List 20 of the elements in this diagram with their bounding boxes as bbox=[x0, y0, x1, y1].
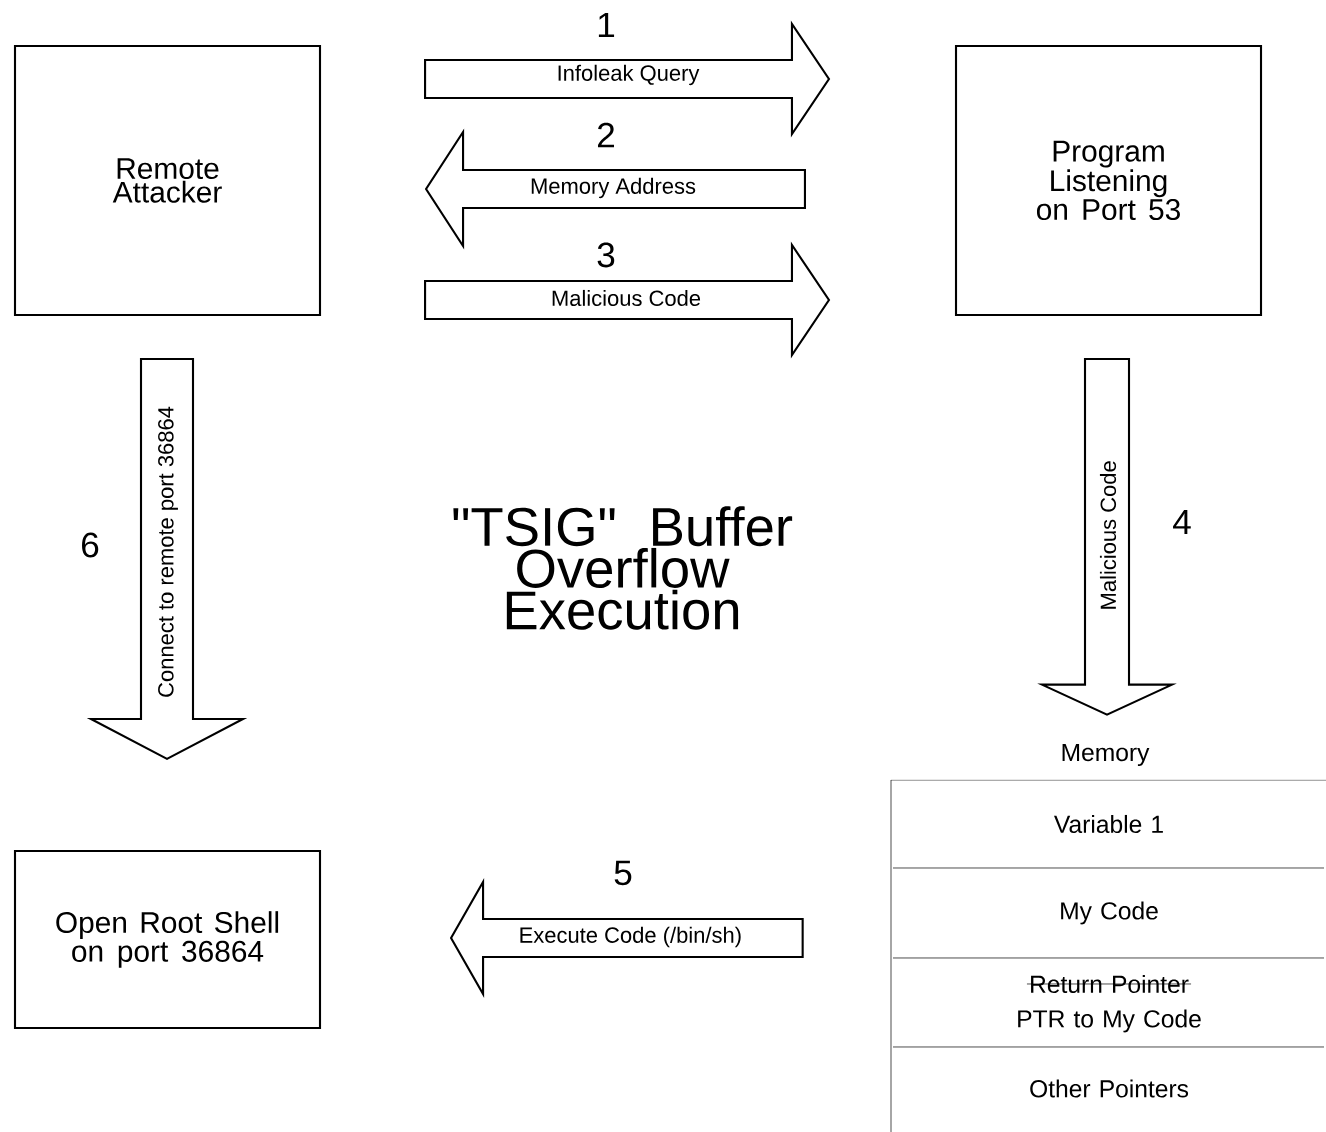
title: "TSIG" Buffer Overflow Execution bbox=[453, 506, 793, 630]
step-number: 4 bbox=[1173, 509, 1191, 535]
step-number: 2 bbox=[598, 122, 614, 148]
edge-label: Infoleak Query bbox=[554, 63, 702, 87]
edge-label: Malicious Code bbox=[549, 288, 703, 308]
step-number: 3 bbox=[597, 242, 615, 268]
process-box: Remote Attacker bbox=[13, 44, 322, 317]
step-number: 1 bbox=[598, 12, 615, 38]
process-box: Program Listening on Port 53 bbox=[954, 44, 1263, 317]
step-number: 6 bbox=[82, 532, 99, 558]
memory-cell: Variable 1 bbox=[892, 814, 1325, 869]
edge-label: Connect to remote port 36864 bbox=[156, 404, 180, 700]
edge-label: Malicious Code bbox=[1098, 458, 1118, 613]
memory-cell: My Code bbox=[892, 901, 1325, 959]
edge-label: Memory Address bbox=[528, 176, 698, 200]
memory-cell: Other Pointers bbox=[1030, 1079, 1189, 1098]
step-number: 5 bbox=[614, 860, 632, 886]
process-box: Open Root Shell on port 36864 bbox=[13, 849, 322, 1030]
memory-cell: Return Pointer PTR to My Code bbox=[892, 974, 1325, 1048]
edge-label: Execute Code (/bin/sh) bbox=[516, 925, 744, 949]
